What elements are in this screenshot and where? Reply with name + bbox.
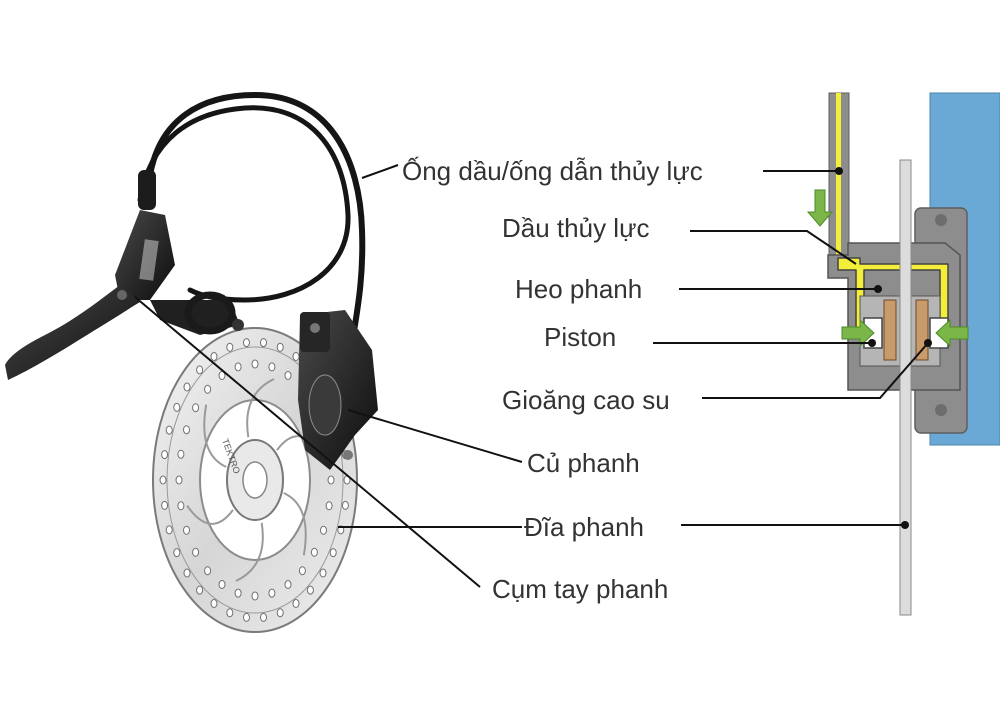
rotor-hole: [173, 402, 181, 412]
rotor-hole: [226, 608, 234, 618]
rotor-hole: [243, 338, 250, 348]
rotor-hole: [159, 475, 167, 485]
leader-lines: [134, 164, 929, 588]
rotor-hole: [243, 612, 250, 622]
rotor-hole: [218, 371, 226, 380]
rotor-hole: [284, 580, 292, 589]
arrow-down-icon: [806, 189, 834, 227]
rotor-hole: [177, 449, 185, 459]
pressure-arrows: [806, 189, 969, 348]
rotor-hole: [319, 568, 327, 578]
rotor-hole: [210, 352, 218, 361]
label-hydraulic-oil: Dầu thủy lực: [502, 213, 650, 243]
rotor-hole: [161, 450, 169, 460]
rotor-hole: [329, 548, 337, 558]
rotor-hole: [292, 352, 300, 361]
rotor-hole: [306, 585, 314, 595]
rotor-hole: [210, 599, 218, 608]
rotor-hole: [298, 566, 306, 576]
rotor-spoke: [235, 522, 264, 582]
rotor-hole: [325, 501, 333, 511]
rotor-hole: [268, 362, 276, 372]
rotor-hole: [251, 359, 259, 369]
rotor-hole: [165, 525, 173, 535]
rotor-hole: [161, 500, 169, 510]
label-brake-caliper-body: Heo phanh: [515, 274, 643, 304]
rotor-hole: [173, 548, 181, 558]
hydraulic-line-section: [828, 92, 850, 274]
rotor-hole: [341, 500, 349, 510]
rotor-hole: [177, 501, 185, 511]
brake-rotor: TEKTRO: [152, 327, 358, 633]
rotor-hole: [260, 338, 267, 348]
arrow-left-icon: [935, 318, 969, 348]
rotor-spoke: [186, 505, 234, 525]
rotor-spoke: [283, 492, 307, 556]
rotor-hole: [226, 342, 234, 352]
rotor-hole: [251, 591, 259, 601]
arrow-right-icon: [841, 318, 875, 348]
rotor-hole: [183, 425, 190, 435]
rotor-hole: [192, 547, 200, 557]
disc-rotor-section: [899, 159, 912, 616]
rotor-hole: [276, 342, 284, 352]
rotor-hole: [234, 362, 242, 372]
rotor-hole: [204, 566, 212, 576]
label-rubber-seal: Gioăng cao su: [502, 385, 670, 415]
rotor-hole: [196, 585, 204, 595]
leader-dots: [835, 167, 932, 529]
label-brake-lever: Cụm tay phanh: [492, 574, 669, 604]
label-piston: Piston: [544, 322, 617, 352]
hydraulic-hose: [137, 91, 366, 348]
rotor-hole: [196, 365, 204, 375]
rotor-hole: [320, 525, 327, 535]
rotor-hole: [192, 403, 200, 413]
rotor-hole: [327, 475, 335, 485]
rotor-hole: [276, 608, 284, 618]
label-brake-disc: Đĩa phanh: [524, 512, 644, 542]
rotor-hole: [292, 599, 300, 608]
rotor-hole: [284, 371, 292, 380]
caliper-photo: [298, 310, 378, 470]
rotor-hole: [218, 580, 226, 589]
rotor-hole: [183, 568, 191, 578]
rotor-hole: [234, 588, 242, 598]
rotor-hole: [175, 475, 183, 485]
rotor-hole: [260, 612, 267, 622]
rotor-hole: [165, 425, 173, 435]
rotor-hole: [204, 384, 212, 394]
brake-lever: [5, 170, 244, 380]
rotor-spoke: [246, 378, 275, 438]
label-caliper: Củ phanh: [527, 448, 640, 478]
caliper-body-section: [827, 242, 961, 391]
rotor-hole: [183, 525, 190, 535]
label-hydraulic-hose: Ống dầu/ống dẫn thủy lực: [402, 156, 703, 186]
rotor-hole: [268, 588, 276, 598]
rotor-spoke: [203, 404, 227, 468]
rotor-hole: [310, 547, 318, 557]
rotor-hole: [183, 382, 191, 392]
